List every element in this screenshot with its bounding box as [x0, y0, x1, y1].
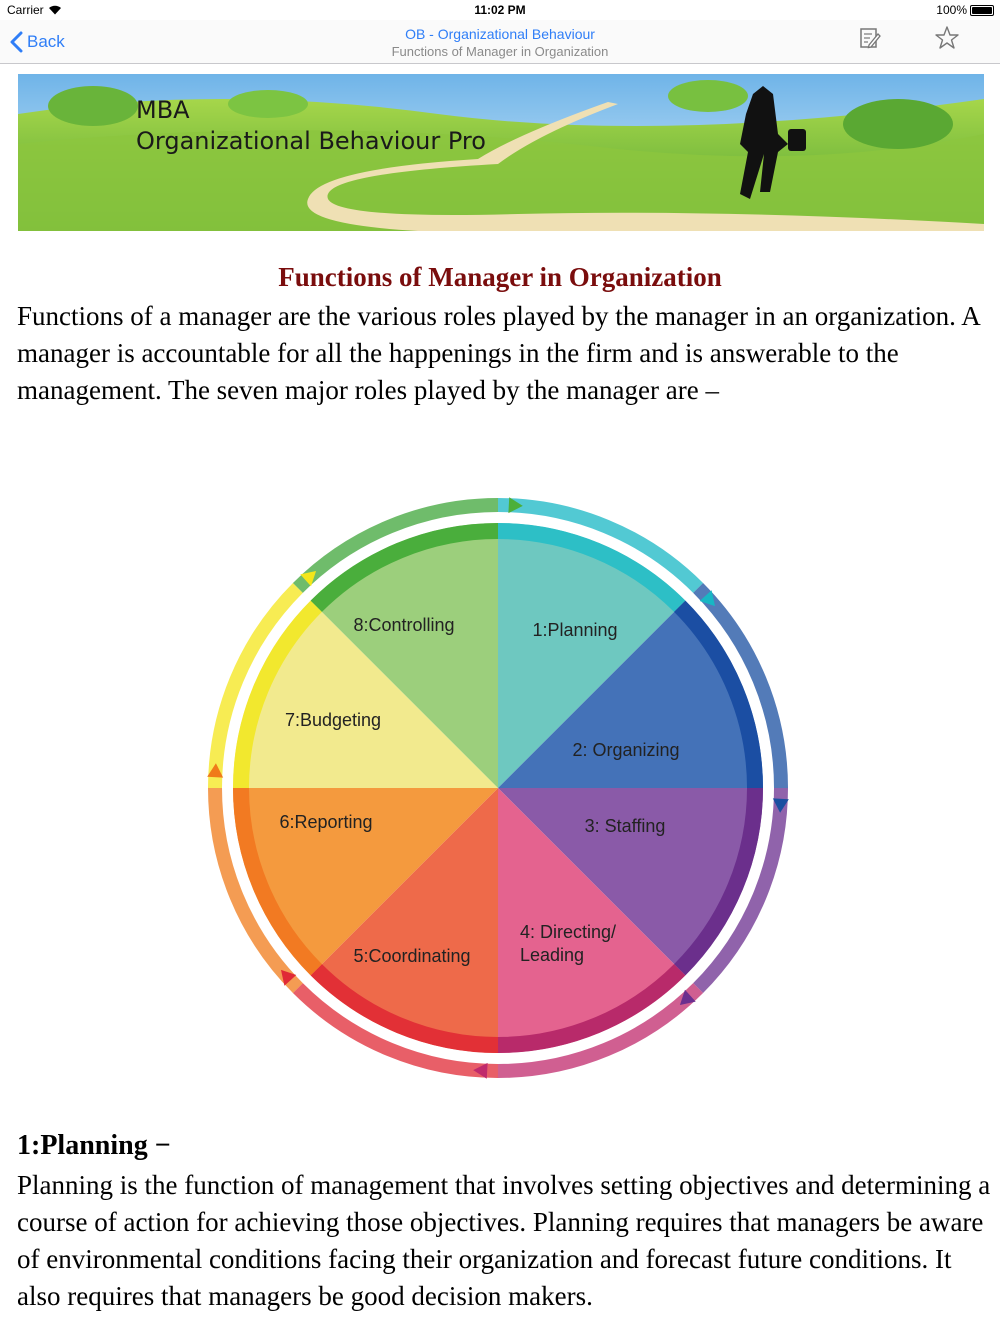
wheel-segment	[310, 523, 498, 788]
wheel-segment	[233, 788, 498, 976]
ring-arrow-icon	[300, 570, 317, 587]
segment-label: 1:Planning	[532, 620, 617, 640]
outer-ring-arc	[208, 787, 303, 994]
outer-ring-arc	[497, 498, 704, 593]
segment-label: 8:Controlling	[353, 615, 454, 635]
banner-line1: MBA	[136, 96, 190, 124]
nav-subtitle: Functions of Manager in Organization	[391, 44, 609, 59]
ring-arrow-icon	[280, 969, 297, 986]
wheel-segment	[498, 523, 686, 788]
outer-ring-arc	[497, 983, 704, 1078]
app-banner: MBA Organizational Behaviour Pro	[18, 74, 984, 231]
edit-note-icon[interactable]	[856, 24, 884, 52]
back-label: Back	[27, 32, 65, 51]
segment-label: 3: Staffing	[585, 816, 666, 836]
wheel-segment	[233, 600, 498, 788]
navigation-bar: Back OB - Organizational Behaviour Funct…	[0, 20, 1000, 64]
ring-arrow-icon	[679, 989, 696, 1006]
article-title: Functions of Manager in Organization	[278, 262, 722, 292]
inner-ring-arc	[497, 523, 686, 612]
wifi-icon	[48, 4, 62, 18]
battery-percentage: 100%	[936, 3, 967, 17]
segment-label: 5:Coordinating	[353, 946, 470, 966]
chevron-left-icon	[10, 31, 23, 53]
back-button[interactable]: Back	[10, 28, 65, 56]
status-time: 11:02 PM	[474, 3, 526, 17]
outer-ring-arc	[693, 582, 788, 789]
wheel-segment	[498, 600, 763, 788]
banner-landscape	[18, 74, 984, 231]
section-body: Planning is the function of management t…	[17, 1170, 991, 1311]
segment-label: 2: Organizing	[572, 740, 679, 760]
outer-ring-arc	[292, 983, 499, 1078]
inner-ring-arc	[310, 964, 499, 1053]
inner-ring-arc	[674, 787, 763, 976]
article-intro: Functions of a manager are the various r…	[17, 301, 980, 405]
outer-ring-arc	[208, 582, 303, 789]
inner-ring-arc	[674, 600, 763, 789]
segment-label: 4: Directing/Leading	[520, 922, 616, 965]
manager-functions-wheel: 1:Planning 2: Organizing 3: Staffing 4: Dir…	[207, 497, 789, 1079]
inner-ring-arc	[310, 523, 499, 612]
wheel-segment	[310, 788, 498, 1053]
status-bar: Carrier 11:02 PM 100%	[0, 0, 1000, 20]
wheel-segment	[498, 788, 763, 976]
ring-arrow-icon	[508, 497, 523, 514]
inner-ring-arc	[233, 787, 322, 976]
wheel-segment	[498, 788, 686, 1053]
battery-icon	[970, 5, 994, 16]
ring-arrow-icon	[772, 798, 789, 813]
ring-arrow-icon	[699, 590, 716, 607]
inner-ring-arc	[497, 964, 686, 1053]
segment-label: 7:Budgeting	[285, 710, 381, 730]
nav-title: OB - Organizational Behaviour	[405, 26, 595, 42]
banner-line2: Organizational Behaviour Pro	[136, 127, 486, 155]
ring-arrow-icon	[207, 763, 224, 778]
outer-ring-arc	[292, 498, 499, 593]
favorite-star-icon[interactable]	[933, 24, 961, 52]
section-heading: 1:Planning −	[17, 1130, 171, 1161]
ring-arrow-icon	[473, 1062, 488, 1079]
carrier-label: Carrier	[7, 3, 44, 17]
segment-label: 6:Reporting	[279, 812, 372, 832]
inner-ring-arc	[233, 600, 322, 789]
outer-ring-arc	[693, 787, 788, 994]
